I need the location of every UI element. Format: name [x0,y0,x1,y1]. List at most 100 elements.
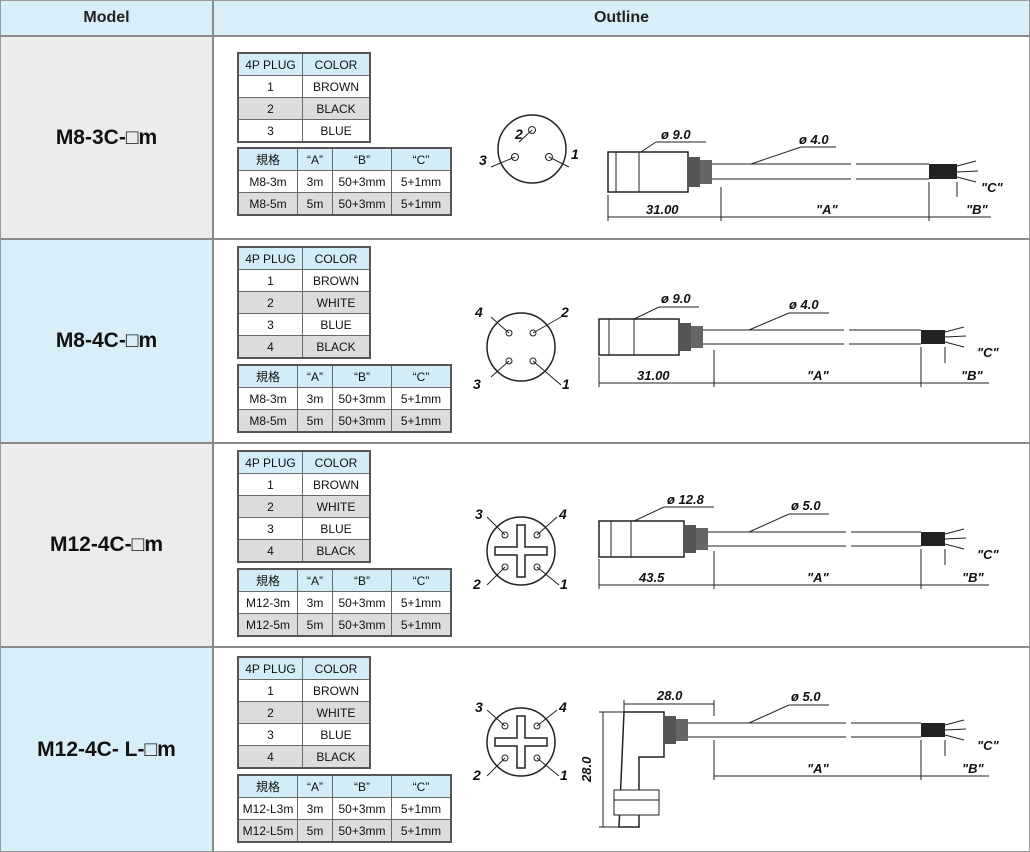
dimension-label: ø 4.0 [789,297,819,312]
table-header-cell: 4P PLUG [237,450,303,474]
table-header-cell: 4P PLUG [237,52,303,76]
table-cell: 2 [237,291,303,314]
cable-outline [598,506,989,589]
table-header-cell: “B” [332,568,392,592]
table-cell: 5+1mm [391,797,452,820]
dimension-label: "B" [961,368,984,383]
dimension-a: "A" [816,202,839,217]
cable-outline [607,141,991,221]
dimension-label: "B" [962,570,985,585]
dimension-label: 2 [560,304,569,320]
cable-outline [599,700,989,828]
table-header-cell: “C” [391,364,452,388]
dimension-label: 4 [558,699,567,715]
dimension-label: 28.0 [656,690,683,703]
dimension-label: 28.0 [579,756,594,783]
table-cell: 5m [297,409,333,433]
dimension-label: 2 [514,126,523,142]
table-header-cell: 規格 [237,364,298,388]
head-diameter: ø 9.0 [661,127,691,142]
pin-face-4pin: 4 2 3 1 [473,304,570,392]
dimension-label: 3 [473,376,481,392]
table-cell: 5+1mm [391,409,452,433]
table-cell: 1 [237,679,303,702]
table-cell: 4 [237,539,303,563]
dimension-label: "A" [807,368,830,383]
model-name: M12-4C- L-□m [1,648,214,851]
table-cell: 50+3mm [332,409,392,433]
table-cell: 5m [297,819,333,843]
table-cell: 3 [237,119,303,143]
table-header-cell: “B” [332,147,392,171]
table-header-cell: COLOR [302,52,371,76]
table-header-cell: “A” [297,147,333,171]
table-header-cell: COLOR [302,246,371,270]
dimension-label: "C" [977,345,1000,360]
dimension-c: "C" [981,180,1004,195]
table-cell: 5m [297,613,333,637]
dimension-b: "B" [966,202,989,217]
table-cell: 3m [297,387,333,410]
table-cell: 1 [237,473,303,496]
pin-face-m12: 3 4 2 1 [472,699,568,783]
pin-face-3pin: 3 2 1 [479,114,579,184]
table-cell: BROWN [302,75,371,98]
model-name: M12-4C-□m [1,444,214,646]
dimension-label: 4 [558,506,567,522]
dimension-label: 1 [571,146,579,162]
table-cell: 50+3mm [332,613,392,637]
outline-drawing: 4 2 3 1 [473,291,1000,392]
table-cell: BROWN [302,679,371,702]
table-cell: M12-3m [237,591,298,614]
dimension-label: ø 12.8 [667,492,705,507]
dimension-label: 43.5 [638,570,665,585]
table-cell: BROWN [302,269,371,292]
table-cell: 4 [237,335,303,359]
dimension-label: "B" [962,761,985,776]
table-cell: 5+1mm [391,192,452,216]
table-header-cell: “A” [297,774,333,798]
dimension-label: "A" [807,570,830,585]
table-cell: BLACK [302,745,371,769]
table-header-cell: “C” [391,568,452,592]
table-cell: M12-5m [237,613,298,637]
table-cell: BROWN [302,473,371,496]
table-cell: M12-L5m [237,819,298,843]
table-cell: BLACK [302,97,371,120]
model-name: M8-3C-□m [1,37,214,238]
outline-drawing: 3 4 2 1 [472,492,1000,592]
dimension-label: "A" [807,761,830,776]
table-header-cell: “A” [297,568,333,592]
dimension-label: 3 [475,699,483,715]
table-cell: BLUE [302,517,371,540]
table-cell: 1 [237,269,303,292]
table-cell: 2 [237,701,303,724]
dimension-label: 2 [472,576,481,592]
table-cell: 5+1mm [391,170,452,193]
table-cell: 1 [237,75,303,98]
table-header-cell: 規格 [237,568,298,592]
table-cell: 50+3mm [332,387,392,410]
table-cell: 5+1mm [391,613,452,637]
pin-face-m12: 3 4 2 1 [472,506,568,592]
outline-column-header: Outline [214,1,1029,37]
table-cell: WHITE [302,495,371,518]
outline-drawing: 3 4 2 1 [472,690,1000,828]
table-cell: 3m [297,797,333,820]
table-cell: 4 [237,745,303,769]
table-cell: BLUE [302,723,371,746]
table-cell: WHITE [302,291,371,314]
table-header-cell: “B” [332,774,392,798]
table-cell: 2 [237,495,303,518]
table-header-cell: “A” [297,364,333,388]
table-cell: 5+1mm [391,819,452,843]
model-name: M8-4C-□m [1,240,214,442]
dimension-label: "C" [977,547,1000,562]
table-cell: BLACK [302,539,371,563]
table-cell: BLUE [302,313,371,336]
